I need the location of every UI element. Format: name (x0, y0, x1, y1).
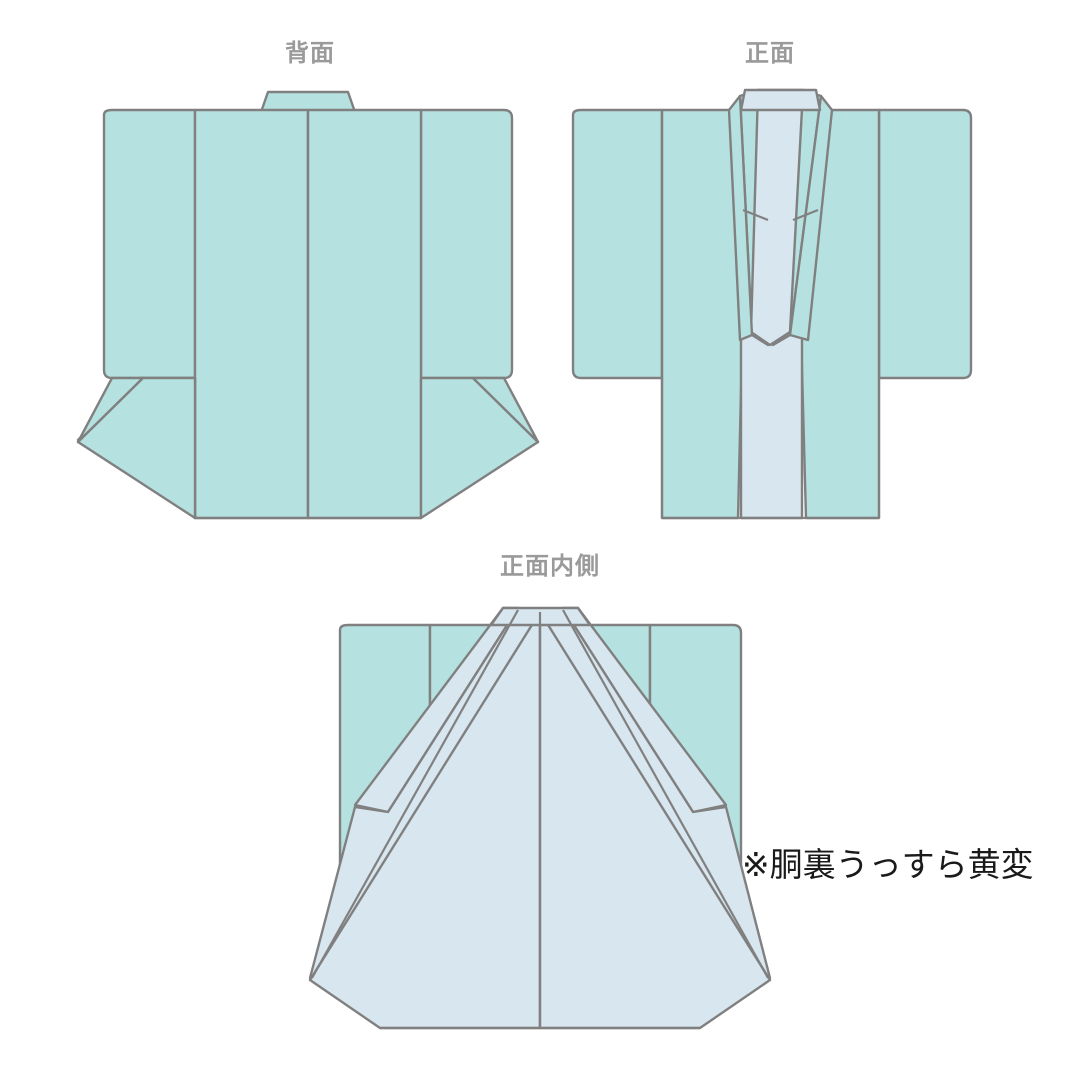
back-right-flare-a (471, 376, 540, 444)
inside-fold-line-right (562, 609, 769, 979)
front-collar-outer-right (788, 94, 834, 342)
view-label-front: 正面 (745, 40, 795, 67)
front-collar-tick-left (742, 208, 769, 222)
front-right-sleeve (877, 108, 973, 380)
front-neck-opening (739, 88, 822, 112)
front-collar-tick-right (792, 208, 819, 222)
view-label-back: 背面 (285, 40, 335, 67)
back-right-sleeve (419, 108, 514, 380)
lining-yellowing-note: ※胴裏うっすら黄変 (742, 846, 1034, 883)
view-label-front-inside: 正面内側 (500, 553, 600, 580)
inside-fold-line-left (311, 609, 519, 979)
front-collar-outer-left (727, 94, 754, 342)
